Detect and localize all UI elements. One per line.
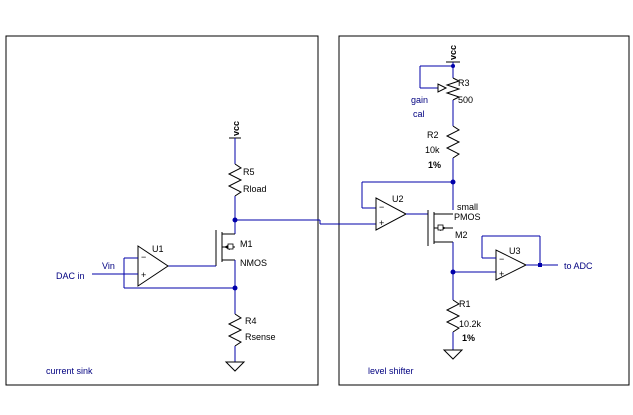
- r5-ref: R5: [243, 167, 255, 177]
- r2-tolerance: 1%: [428, 160, 441, 170]
- m1-value: NMOS: [240, 258, 267, 268]
- vcc-label-left: vcc: [231, 121, 241, 136]
- dac-in-label: DAC in: [56, 271, 85, 281]
- m2-desc-small: small: [457, 202, 478, 212]
- r1-value: 10.2k: [459, 319, 482, 329]
- opamp-u1: − +: [137, 245, 169, 287]
- svg-text:−: −: [499, 254, 504, 264]
- opamp-u3: − +: [495, 249, 528, 281]
- u1-ref: U1: [152, 244, 164, 254]
- r1-tolerance: 1%: [462, 333, 475, 343]
- nmos-m1: [168, 230, 236, 288]
- svg-text:−: −: [141, 252, 146, 262]
- svg-text:−: −: [379, 202, 384, 212]
- resistor-r4: [227, 313, 243, 347]
- level-shifter-title: level shifter: [368, 366, 414, 376]
- r4-ref: R4: [245, 316, 257, 326]
- ground-symbol-left: [224, 361, 246, 372]
- svg-text:+: +: [141, 270, 146, 280]
- current-sink-circuit: vcc R5 Rload M1 NMOS − +: [46, 121, 376, 376]
- opamp-u2: − +: [375, 197, 408, 231]
- m1-ref: M1: [240, 239, 253, 249]
- r2-ref: R2: [427, 130, 439, 140]
- pmos-m2: [427, 210, 453, 246]
- m2-ref: M2: [455, 230, 468, 240]
- ground-symbol-right: [442, 349, 464, 360]
- r5-value: Rload: [243, 184, 267, 194]
- vcc-label-right: vcc: [448, 45, 458, 60]
- vin-net-label: Vin: [102, 261, 115, 271]
- potentiometer-r3: [437, 77, 461, 101]
- u3-ref: U3: [509, 246, 521, 256]
- current-sink-frame: [5, 35, 319, 386]
- current-sink-title: current sink: [46, 366, 93, 376]
- r4-value: Rsense: [245, 332, 276, 342]
- resistor-r1: [445, 299, 461, 333]
- resistor-r2: [445, 125, 461, 159]
- junction-u3-out: [538, 263, 542, 267]
- gain-label: gain: [411, 95, 428, 105]
- cal-label: cal: [413, 109, 425, 119]
- to-adc-label: to ADC: [564, 261, 593, 271]
- m2-desc-pmos: PMOS: [454, 212, 481, 222]
- r3-value: 500: [458, 95, 473, 105]
- resistor-r5: [227, 163, 243, 197]
- r1-ref: R1: [459, 299, 471, 309]
- u2-ref: U2: [392, 194, 404, 204]
- r2-value: 10k: [425, 145, 440, 155]
- svg-text:+: +: [379, 218, 384, 228]
- level-shifter-circuit: vcc R3 500 gain cal R2 10k 1%: [361, 45, 593, 376]
- svg-text:+: +: [499, 269, 504, 279]
- r3-ref: R3: [458, 78, 470, 88]
- level-shifter-frame: [338, 35, 630, 386]
